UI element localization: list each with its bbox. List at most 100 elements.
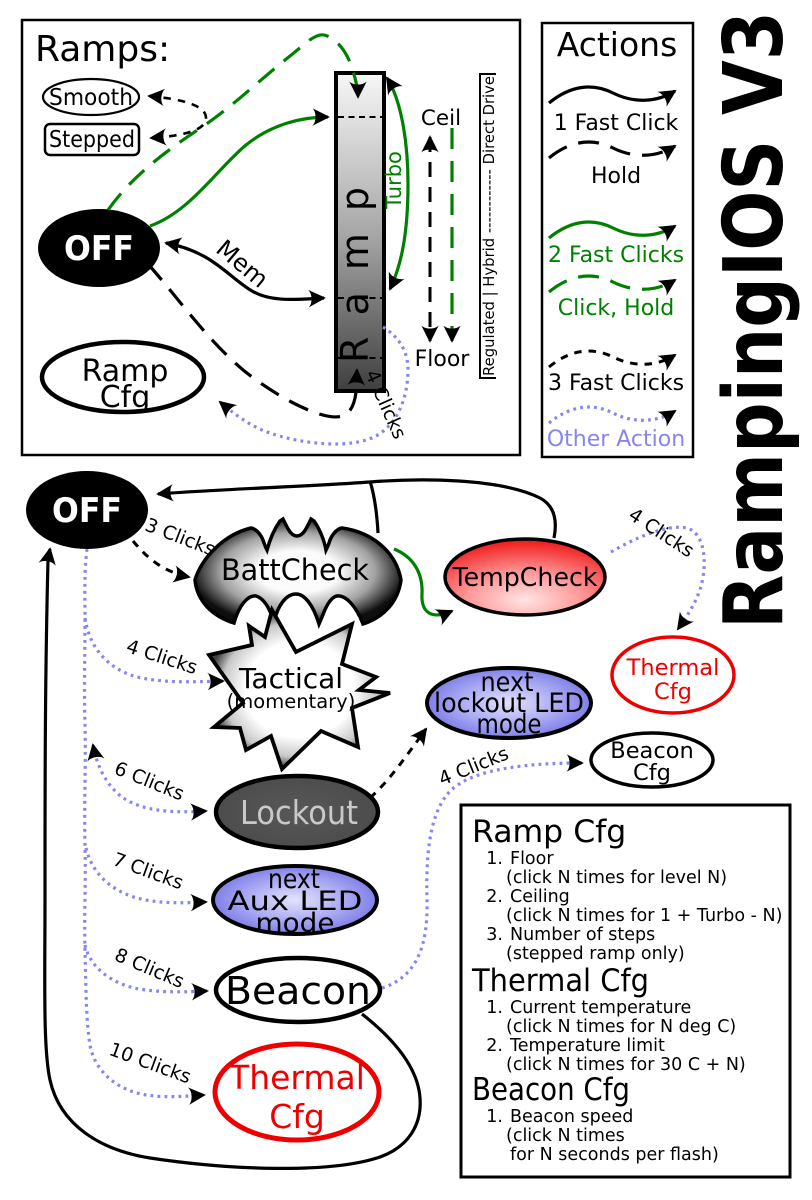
config-ramp-item3-note: (stepped ramp only) (506, 944, 685, 964)
config-ramp-item1-text: Floor (510, 849, 554, 869)
tactical-node[interactable] (205, 605, 391, 773)
beacon-label: Beacon (225, 969, 371, 1013)
aux-led-label-1: next (268, 864, 320, 895)
tactical-label-2: (momentary) (227, 690, 356, 713)
turbo-label: Turbo (382, 151, 406, 210)
config-beacon-heading: Beacon Cfg (472, 1072, 630, 1108)
label-3-clicks: 3 Clicks (142, 514, 218, 561)
legend-click-hold-arrow (547, 274, 677, 296)
legend-3-fast-clicks-label: 3 Fast Clicks (548, 371, 684, 396)
edge-off-clickhold (106, 33, 367, 211)
edge-battcheck-off-branch (368, 480, 380, 534)
config-ramp-item3-text: Number of steps (510, 925, 655, 945)
off-label-main: OFF (52, 491, 122, 531)
edge-beacon-off-return (38, 547, 422, 1170)
config-ramp-heading: Ramp Cfg (472, 814, 626, 850)
config-box-border (459, 803, 792, 1179)
ramps-panel-border (20, 18, 522, 457)
ramp-cfg-label-1: Ramp (82, 354, 169, 389)
edge-turbo-arc (385, 76, 410, 291)
page-title: RampingIOS V3 (707, 11, 802, 629)
aux-led-node[interactable] (211, 864, 379, 936)
ramp-bar[interactable] (334, 71, 386, 393)
aux-led-label-2: Aux LED (228, 886, 363, 917)
config-thermal-item2-note: (click N times for 30 C + N) (506, 1055, 746, 1075)
config-ramp-item2-note: (click N times for 1 + Turbo - N) (506, 906, 782, 926)
battcheck-node[interactable] (193, 516, 403, 630)
edge-off-tactical (83, 617, 225, 691)
tempcheck-label: TempCheck (452, 563, 598, 593)
thermal-cfg-right-node[interactable] (610, 635, 736, 715)
legend-hold-label: Hold (591, 164, 641, 189)
edge-smooth-stepped-toggle (147, 88, 208, 146)
ramps-panel-title: Ramps: (35, 29, 170, 70)
off-node-main[interactable] (26, 471, 148, 549)
edge-off-stem (82, 548, 206, 1105)
off-node-top[interactable] (38, 209, 160, 287)
config-thermal-item2-num: 2. (486, 1036, 503, 1056)
edge-battcheck-tempcheck (393, 547, 454, 626)
config-ramp-item2-text: Ceiling (510, 887, 570, 907)
config-beacon-item1-note2: for N seconds per flash) (510, 1145, 719, 1165)
beacon-cfg-label-1: Beacon (610, 738, 693, 764)
thermal-cfg-bottom-label-1: Thermal (228, 1058, 365, 1097)
actions-panel-border (540, 21, 695, 459)
ramp-4clicks-label: 4 Clicks (361, 367, 411, 443)
beacon-cfg-label-2: Cfg (633, 760, 671, 786)
edge-off-auxled (84, 847, 208, 912)
label-7-clicks: 7 Clicks (110, 848, 186, 894)
label-4-clicks-beacon: 4 Clicks (436, 743, 512, 791)
lockout-led-label-2: lockout LED (434, 688, 584, 719)
off-label-top: OFF (64, 229, 134, 269)
legend-1-fast-click-label: 1 Fast Click (554, 111, 679, 136)
config-thermal-item1-note: (click N times for N deg C) (506, 1017, 736, 1037)
config-box: Ramp Cfg 1. Floor (click N times for lev… (459, 803, 792, 1179)
config-ramp-item1-num: 1. (486, 849, 503, 869)
thermal-cfg-right-label-1: Thermal (626, 655, 720, 681)
smooth-label: Smooth (49, 85, 133, 111)
ramp-cfg-node[interactable] (39, 339, 207, 415)
legend-hold-arrow (547, 140, 677, 162)
legend-other-action-arrow (547, 405, 677, 427)
config-ramp-item1-note: (click N times for level N) (506, 868, 727, 888)
smooth-node[interactable] (41, 77, 141, 117)
thermal-cfg-right-label-2: Cfg (654, 679, 692, 705)
floor-label: Floor (415, 347, 471, 372)
edge-tempcheck-off (156, 478, 557, 539)
label-4-clicks-thermal: 4 Clicks (625, 504, 698, 562)
tempcheck-node[interactable] (443, 537, 607, 617)
legend-2-fast-clicks-label: 2 Fast Clicks (548, 243, 684, 268)
label-6-clicks: 6 Clicks (111, 758, 187, 806)
lockout-led-node[interactable] (425, 666, 593, 740)
label-4-clicks-tactical: 4 Clicks (124, 636, 201, 680)
aux-led-label-3: mode (256, 908, 335, 939)
stepped-label: Stepped (49, 127, 135, 153)
edge-lockout-ledmode (368, 727, 428, 800)
ramps-panel: Ramps: Smooth Stepped OFF Ramp Mem Turbo… (20, 18, 522, 457)
ramp-cfg-label-2: Cfg (100, 380, 151, 415)
edge-off-floor-hold (146, 262, 366, 419)
legend-other-action-label: Other Action (547, 427, 685, 452)
edge-off-beacon (83, 944, 209, 1001)
beacon-cfg-node[interactable] (589, 731, 715, 789)
edge-off-mem (164, 237, 326, 308)
edge-off-battcheck (131, 540, 191, 583)
config-thermal-heading: Thermal Cfg (471, 963, 649, 999)
lockout-label: Lockout (240, 793, 358, 832)
thermal-cfg-bottom-node[interactable] (212, 1041, 382, 1143)
beacon-node[interactable] (213, 955, 383, 1025)
config-beacon-item1-num: 1. (486, 1107, 503, 1127)
lockout-node[interactable] (213, 773, 381, 851)
config-thermal-item2-text: Temperature limit (509, 1036, 665, 1056)
config-ramp-item3-num: 3. (486, 925, 503, 945)
legend-2-fast-clicks-arrow (547, 220, 677, 242)
legend-3-fast-clicks-arrow (548, 349, 677, 371)
legend-click-hold-label: Click, Hold (558, 296, 675, 321)
battcheck-label: BattCheck (221, 553, 369, 587)
thermal-cfg-bottom-label-2: Cfg (269, 1097, 325, 1136)
ceil-label: Ceil (421, 106, 461, 131)
config-thermal-item1-text: Current temperature (510, 998, 691, 1018)
stepped-node[interactable] (43, 122, 141, 157)
config-thermal-item1-num: 1. (486, 998, 503, 1018)
